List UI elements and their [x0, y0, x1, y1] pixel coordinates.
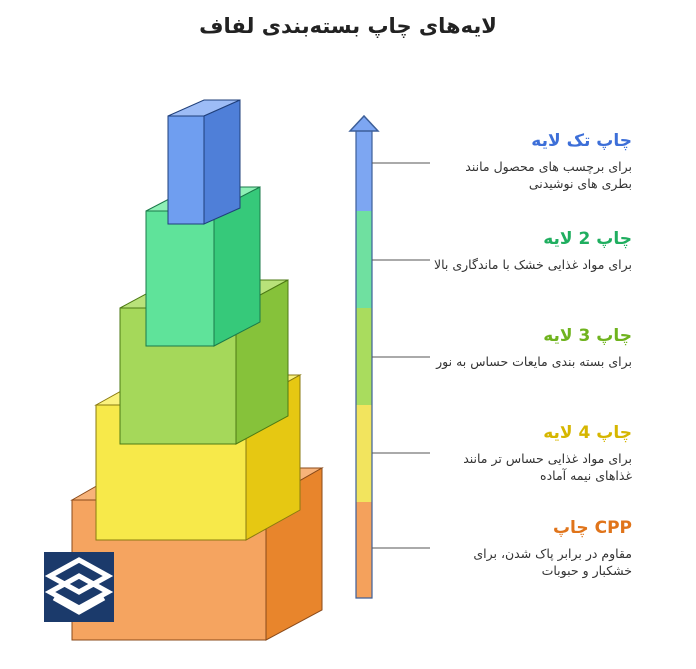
layer-heading: چاپ تک لایه: [531, 131, 632, 151]
layer-label-cpp: CPP چاپ مقاوم در برابر پاک شدن، برای خشک…: [432, 517, 632, 579]
arrow-segment-4: [356, 405, 372, 502]
layer-description: برای مواد غذایی خشک با ماندگاری بالا: [433, 257, 632, 272]
arrow-segment-1: [356, 128, 372, 211]
connector-lines: [372, 162, 430, 549]
layer-heading: چاپ 3 لایه: [543, 326, 632, 346]
layer-description: مقاوم در برابر پاک شدن، برای خشکبار و حب…: [473, 546, 632, 578]
layer-label-3: چاپ 3 لایه برای بسته بندی مایعات حساس به…: [432, 325, 632, 370]
layer-description: برای برچسب های محصول مانند بطری های نوشی…: [465, 159, 632, 191]
company-logo-icon: [44, 552, 114, 622]
layer-heading: CPP چاپ: [552, 518, 632, 538]
layer-description: برای بسته بندی مایعات حساس به نور: [436, 354, 632, 369]
arrow-segment-2: [356, 211, 372, 308]
layer-label-4: چاپ 4 لایه برای مواد غذایی حساس تر مانند…: [432, 422, 632, 484]
arrow-segment-3: [356, 308, 372, 405]
layer-heading: چاپ 4 لایه: [543, 423, 632, 443]
layer-heading: چاپ 2 لایه: [543, 229, 632, 249]
arrow-bar: [348, 114, 380, 599]
arrow-segment-cpp: [356, 502, 372, 598]
layer-description: برای مواد غذایی حساس تر مانند غذاهای نیم…: [463, 451, 632, 483]
layer-label-2: چاپ 2 لایه برای مواد غذایی خشک با ماندگا…: [432, 228, 632, 273]
layer-label-single: چاپ تک لایه برای برچسب های محصول مانند ب…: [432, 130, 632, 192]
diagram-title: لایه‌های چاپ بسته‌بندی لفاف: [199, 14, 497, 38]
box-2-layer: [145, 186, 261, 347]
box-single-layer: [167, 99, 241, 225]
arrow-head-icon: [348, 114, 380, 132]
